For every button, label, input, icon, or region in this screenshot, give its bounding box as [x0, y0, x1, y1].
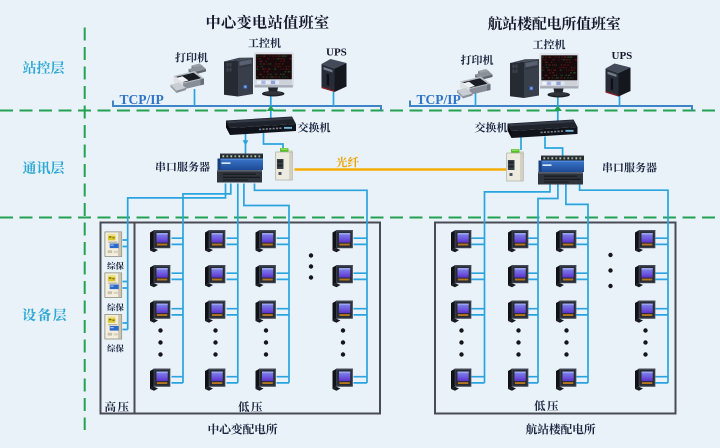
svg-text:UPS: UPS — [326, 47, 347, 59]
svg-text:TCP/IP: TCP/IP — [417, 92, 461, 107]
svg-text:TCP/IP: TCP/IP — [120, 92, 164, 107]
svg-text:UPS: UPS — [612, 50, 633, 62]
